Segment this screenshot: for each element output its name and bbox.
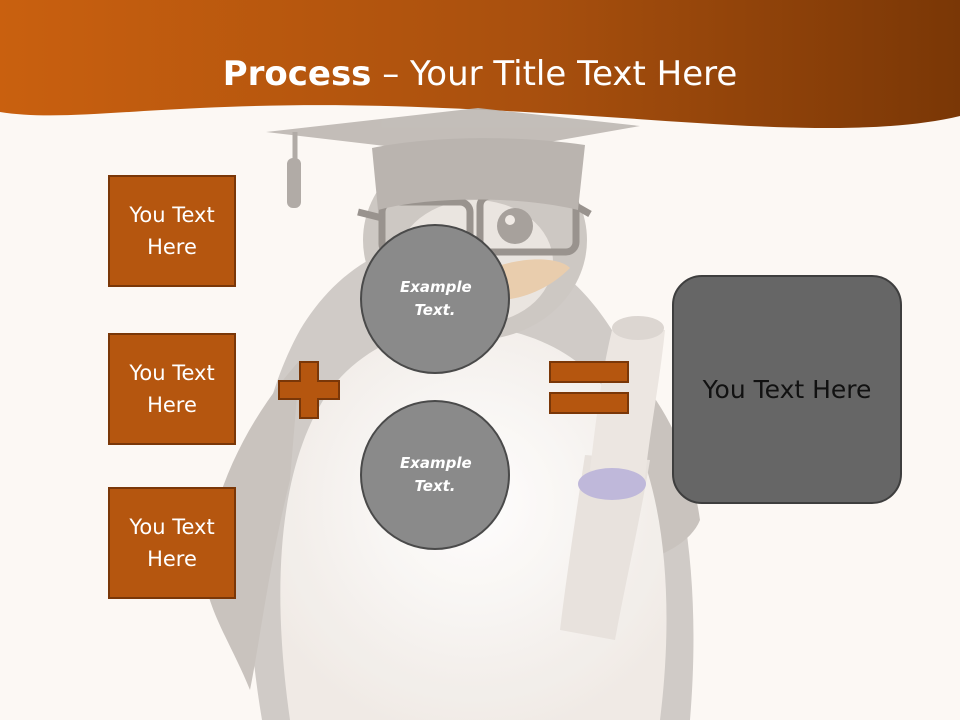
left-box-2[interactable]: You Text Here (108, 333, 236, 445)
penguin-left-flipper (204, 360, 300, 690)
title-rest: – Your Title Text Here (371, 54, 738, 94)
left-box-label: You Text Here (129, 361, 215, 417)
result-box[interactable]: You Text Here (672, 275, 902, 504)
graduation-cap-tassel (287, 158, 301, 208)
plus-icon (278, 361, 340, 419)
penguin-beak (498, 259, 570, 300)
left-box-1[interactable]: You Text Here (108, 175, 236, 287)
circle-label: Example Text. (400, 278, 472, 319)
header-wave (0, 0, 960, 129)
result-label: You Text Here (702, 374, 872, 404)
graduation-cap-board (266, 108, 640, 156)
title-bold: Process (222, 54, 372, 94)
circle-2[interactable]: Example Text. (360, 400, 510, 550)
left-box-3[interactable]: You Text Here (108, 487, 236, 599)
slide-title: Process – Your Title Text Here (0, 52, 960, 96)
left-box-label: You Text Here (129, 203, 215, 259)
equals-icon (549, 361, 629, 414)
circle-label: Example Text. (400, 454, 472, 495)
left-box-label: You Text Here (129, 515, 215, 571)
circle-1[interactable]: Example Text. (360, 224, 510, 374)
